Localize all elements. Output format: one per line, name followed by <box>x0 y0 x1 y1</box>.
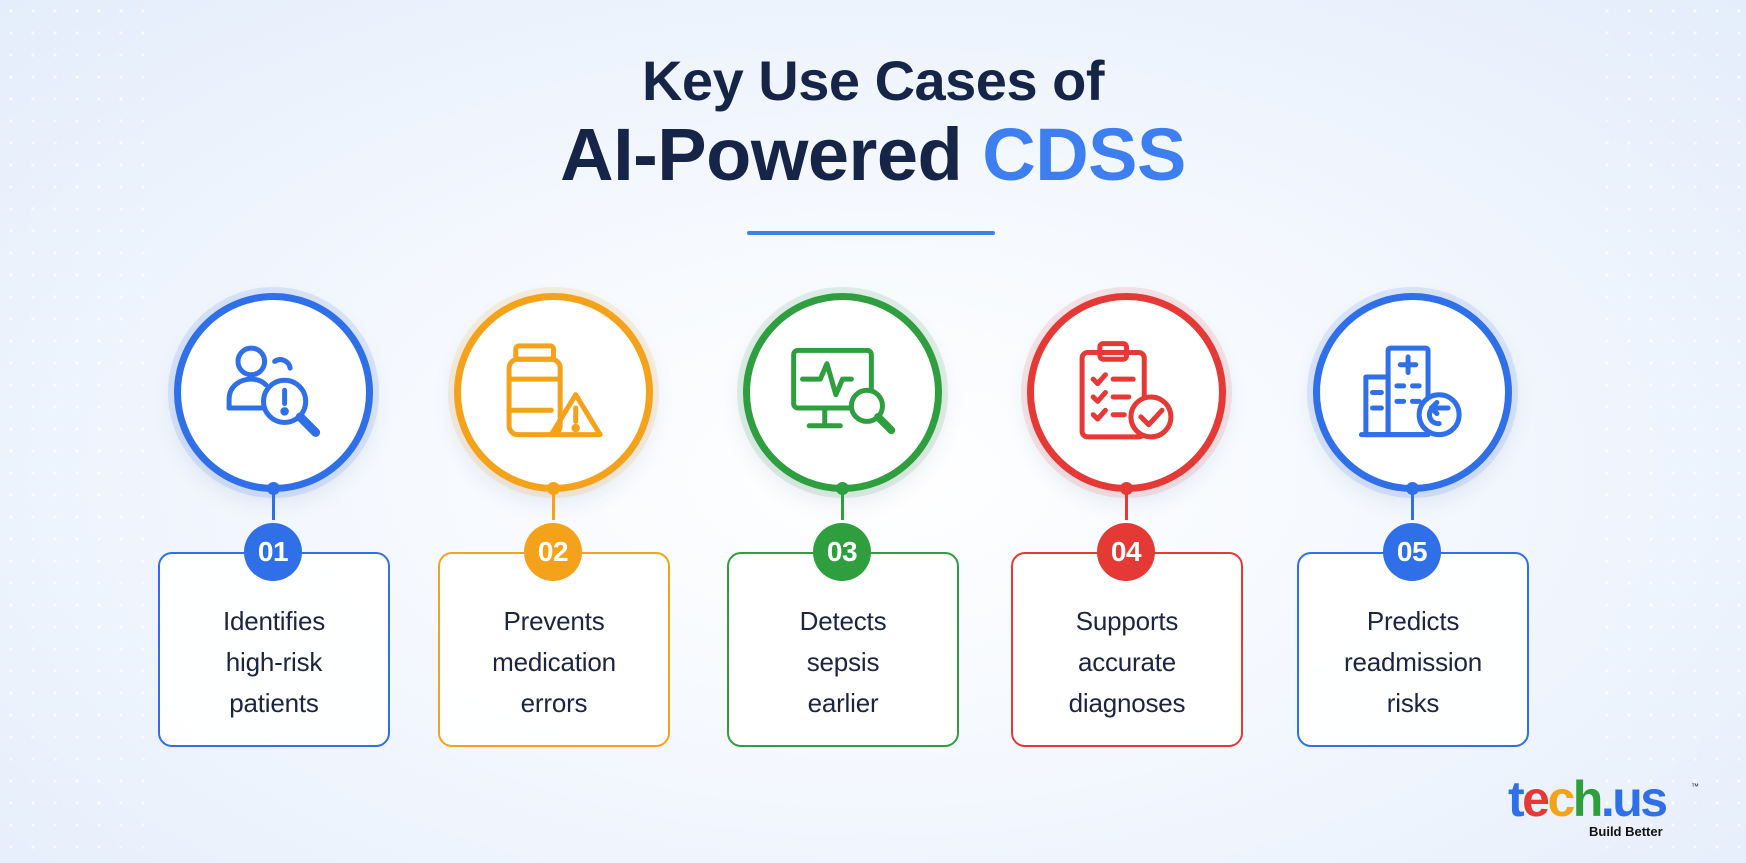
icon-circle <box>454 293 653 492</box>
decorative-dots-right <box>1596 0 1746 863</box>
logo-letter: e <box>1522 771 1550 827</box>
logo-letter: t <box>1508 771 1525 827</box>
connector-dot <box>1406 482 1419 495</box>
logo-wordmark: tech.us <box>1508 771 1668 827</box>
use-case-card-5: Predicts readmission risks 05 <box>1297 0 1529 863</box>
icon-circle <box>1313 293 1512 492</box>
logo-trademark: ™ <box>1691 782 1699 791</box>
connector-dot <box>267 482 280 495</box>
step-number-badge: 05 <box>1383 523 1441 581</box>
connector-dot <box>836 482 849 495</box>
logo-letter: h <box>1572 771 1604 827</box>
connector-line <box>552 484 555 520</box>
hospital-return-icon <box>1358 345 1462 438</box>
icon-circle <box>1027 293 1226 492</box>
use-case-label: Prevents medication errors <box>492 606 616 718</box>
techus-logo: tech.us ™ Build Better <box>1508 771 1699 842</box>
connector-dot <box>547 482 560 495</box>
logo-letter: c <box>1547 771 1575 827</box>
use-case-card-4: Supports accurate diagnoses 04 <box>1011 0 1243 863</box>
connector-line <box>1125 484 1128 520</box>
connector-dot <box>1120 482 1133 495</box>
title-line-1: Key Use Cases of <box>641 49 1105 112</box>
step-number-badge: 04 <box>1097 523 1155 581</box>
use-case-label: Detects sepsis earlier <box>799 606 887 718</box>
patient-search-icon <box>226 345 321 437</box>
use-case-label: Predicts readmission risks <box>1344 606 1482 718</box>
description-box <box>158 552 390 747</box>
use-case-label: Identifies high-risk patients <box>222 606 326 718</box>
logo-tagline: Build Better <box>1589 824 1663 839</box>
logo-letter: . <box>1600 771 1615 827</box>
title-underline <box>747 231 995 235</box>
decorative-dots-left <box>0 0 150 863</box>
connector-line <box>1411 484 1414 520</box>
connector-line <box>841 484 844 520</box>
logo-letter: u <box>1612 771 1643 827</box>
step-number-badge: 02 <box>524 523 582 581</box>
icon-circle <box>743 293 942 492</box>
clipboard-check-icon <box>1079 341 1174 440</box>
medication-warning-icon <box>506 343 603 438</box>
step-number-badge: 01 <box>244 523 302 581</box>
connector-line <box>272 484 275 520</box>
title-line-2: AI-Powered CDSS <box>0 112 1746 197</box>
logo-letter: s <box>1640 771 1668 827</box>
description-box <box>1011 552 1243 747</box>
step-number-badge: 03 <box>813 523 871 581</box>
title-accent: CDSS <box>982 113 1186 196</box>
monitor-search-icon <box>791 347 896 435</box>
description-box <box>1297 552 1529 747</box>
icon-circle <box>174 293 373 492</box>
use-case-card-1: Identifies high-risk patients 01 <box>158 0 390 863</box>
use-case-card-3: Detects sepsis earlier 03 <box>727 0 959 863</box>
title-main: AI-Powered <box>560 113 963 196</box>
use-case-label: Supports accurate diagnoses <box>1068 606 1186 718</box>
use-case-card-2: Prevents medication errors 02 <box>438 0 670 863</box>
